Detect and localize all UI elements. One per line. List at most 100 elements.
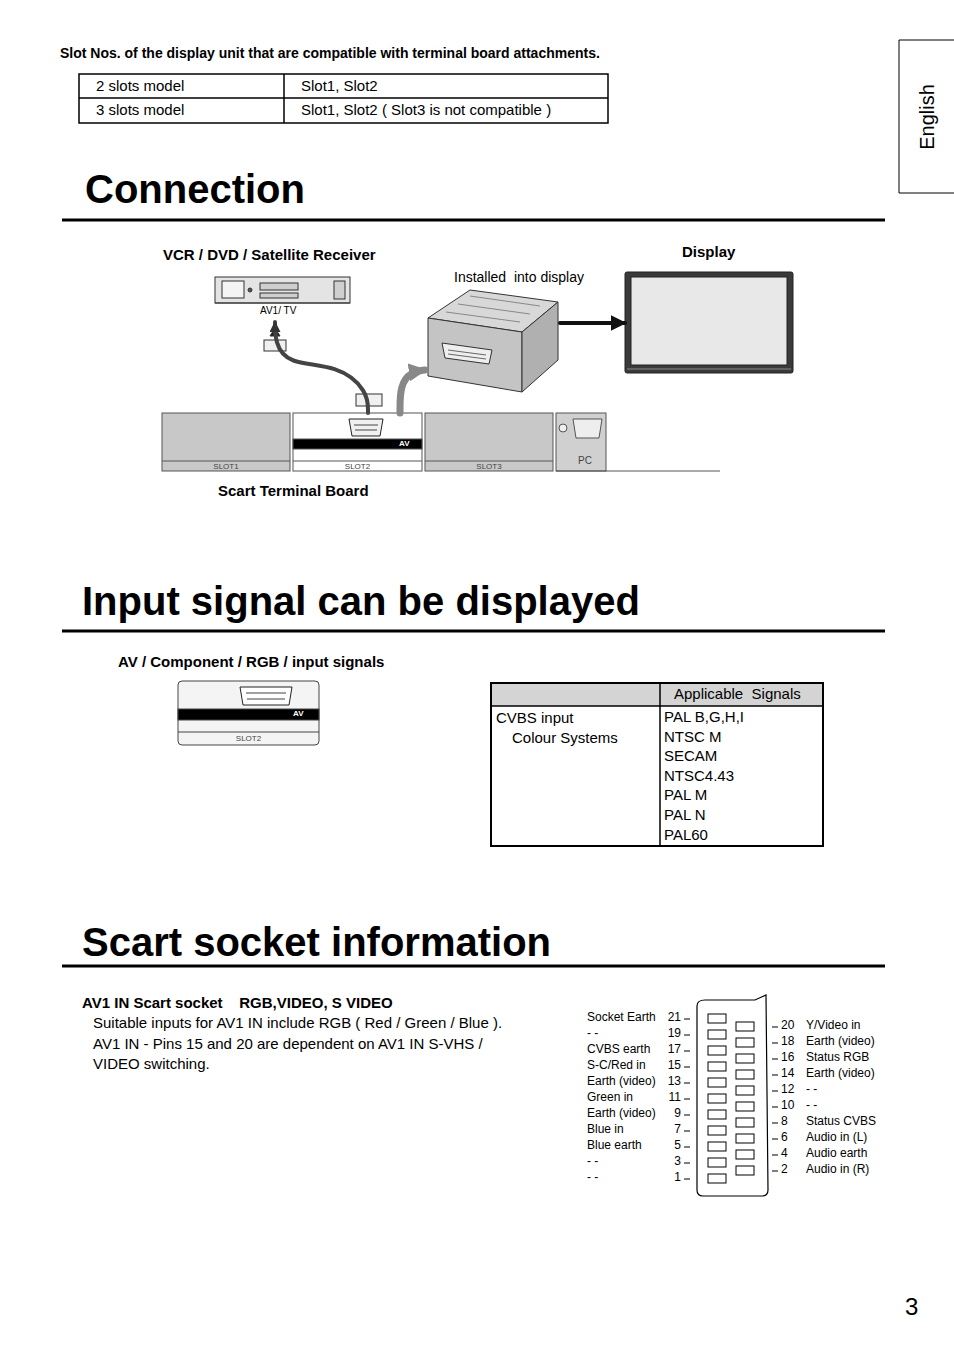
scart-pin	[684, 1179, 690, 1180]
scart-pin	[684, 1014, 778, 1183]
terminal-board-illustration	[354, 425, 378, 426]
scart-pin	[708, 1158, 726, 1167]
slot2-illustration	[178, 681, 319, 745]
terminal-module-illustration	[446, 312, 520, 322]
pin-name: Earth (video)	[806, 1035, 875, 1049]
slot2-illustration	[240, 687, 292, 705]
slot2-illustration	[246, 693, 286, 694]
scart-pin	[684, 1019, 690, 1020]
page-number: 3	[905, 1293, 918, 1321]
scart-pin	[736, 1054, 754, 1063]
body-text: Suitable inputs for AV1 IN include RGB (…	[93, 1014, 502, 1031]
section-rule	[62, 220, 885, 966]
scart-pin	[708, 1046, 726, 1055]
pin-number: 8	[781, 1115, 788, 1129]
pin-number: 3	[674, 1155, 681, 1169]
signal-name: PAL M	[664, 786, 707, 803]
scart-pin	[708, 1014, 726, 1023]
terminal-board-illustration	[355, 430, 377, 431]
slot2-illustration	[247, 699, 285, 700]
install-arrow	[400, 370, 425, 413]
terminal-module-illustration	[458, 304, 530, 314]
signal-name: NTSC4.43	[664, 767, 734, 784]
slot: AVSLOT2	[293, 413, 422, 471]
vcr-illustration	[260, 283, 298, 290]
terminal-board-illustration	[162, 461, 290, 462]
table-header: Applicable Signals	[674, 685, 801, 702]
scart-pin	[708, 1030, 726, 1039]
language-tab: English	[899, 40, 954, 194]
node-label: Installed into display	[454, 269, 584, 285]
vcr-illustration	[260, 293, 298, 298]
scart-socket-outline	[697, 995, 768, 1196]
node-text: AV1/ TV	[260, 305, 296, 317]
pin-number: 19	[668, 1027, 681, 1041]
language-tab-outline	[899, 40, 954, 193]
scart-pin	[684, 1163, 690, 1164]
scart-pin	[708, 1174, 726, 1183]
terminal-module-illustration	[428, 318, 522, 392]
scart-pin	[684, 1099, 690, 1100]
scart-pin	[772, 1139, 778, 1140]
pin-name: Blue in	[587, 1123, 624, 1137]
signal-name: SECAM	[664, 747, 717, 764]
node-label: SLOT1	[162, 462, 290, 471]
display-illustration	[625, 272, 793, 373]
terminal-board-illustration	[293, 439, 422, 449]
pin-number: 16	[781, 1051, 794, 1065]
scart-pin	[772, 1075, 778, 1076]
scart-pin	[736, 1022, 754, 1031]
slot: AVSLOT2	[178, 681, 319, 745]
pin-number: 18	[781, 1035, 794, 1049]
terminal-module-illustration	[470, 296, 540, 306]
subheading: AV / Component / RGB / input signals	[118, 653, 384, 670]
pin-name: Green in	[587, 1091, 633, 1105]
signal-name: PAL60	[664, 826, 708, 843]
pin-name: Y/Video in	[806, 1019, 861, 1033]
slot: SLOT3	[425, 413, 553, 471]
pin-name: Blue earth	[587, 1139, 642, 1153]
scart-pin	[708, 1062, 726, 1071]
scart-pin	[708, 1078, 726, 1087]
slot2-illustration	[178, 681, 319, 745]
scart-pin	[736, 1086, 754, 1095]
scart-pin	[684, 1051, 690, 1052]
signal-table-grid	[491, 705, 823, 707]
pin-name: Audio in (R)	[806, 1163, 869, 1177]
pin-number: 20	[781, 1019, 794, 1033]
terminal-module-illustration	[448, 354, 486, 359]
language-tab-outline	[899, 40, 954, 193]
slot: SLOT1	[162, 413, 290, 471]
section-rule	[62, 965, 885, 968]
pin-number: 17	[668, 1043, 681, 1057]
pin-number: 11	[669, 1091, 681, 1105]
node-label: English	[916, 84, 939, 150]
section-rule	[62, 219, 885, 222]
slot-table-grid	[79, 97, 608, 99]
scart-pin	[772, 1155, 778, 1156]
pin-name: Earth (video)	[587, 1107, 656, 1121]
vcr-illustration	[334, 281, 345, 299]
node-label: SLOT3	[425, 462, 553, 471]
table-cell: CVBS input	[496, 709, 574, 726]
pin-number: 9	[674, 1107, 681, 1121]
pin-number: 14	[781, 1067, 794, 1081]
scart-pin	[772, 1059, 778, 1060]
pin-name: Earth (video)	[806, 1067, 875, 1081]
pin-name: - -	[806, 1083, 817, 1097]
scart-pin	[684, 1083, 690, 1084]
signal-table-grid	[491, 683, 823, 846]
pin-name: S-C/Red in	[587, 1059, 646, 1073]
slot2-illustration	[178, 709, 319, 720]
signal-table-grid	[659, 683, 661, 846]
terminal-module-illustration	[428, 290, 558, 392]
terminal-board-illustration	[349, 419, 383, 436]
scart-pin	[684, 1131, 690, 1132]
signal-table-grid	[491, 683, 823, 846]
pin-name: - -	[587, 1027, 598, 1041]
section-heading: Input signal can be displayed	[82, 579, 640, 623]
terminal-board-illustration	[293, 413, 422, 471]
display-panel: Display	[625, 272, 793, 374]
pin-name: - -	[587, 1171, 598, 1185]
